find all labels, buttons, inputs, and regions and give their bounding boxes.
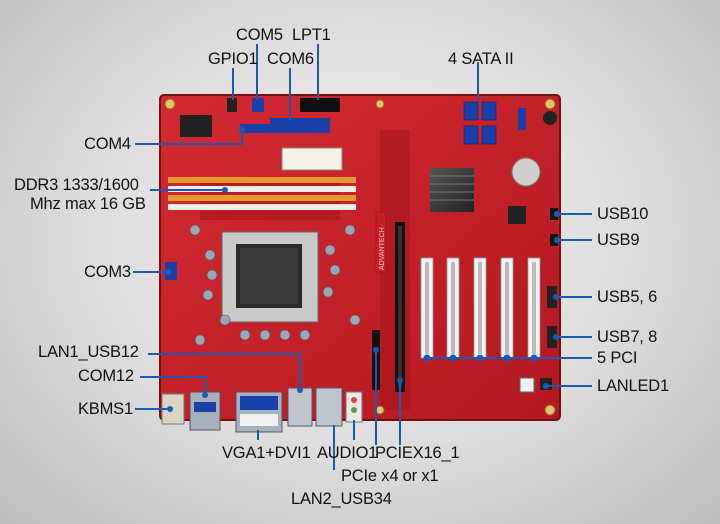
power-connector	[281, 147, 343, 171]
label-pci: 5 PCI	[597, 349, 638, 367]
label-usb9: USB9	[597, 231, 640, 249]
sata-ports	[463, 101, 497, 145]
com3-header	[165, 262, 177, 280]
usb78-header	[547, 326, 557, 348]
lan2-usb34-port	[315, 387, 343, 427]
lan1-usb12-port	[287, 387, 313, 427]
label-ddr3-line1: DDR3 1333/1600	[14, 176, 139, 194]
label-kbms1: KBMS1	[78, 400, 133, 418]
chipset-heatsink	[430, 168, 474, 212]
label-gpio1: GPIO1	[208, 50, 258, 68]
label-usb78: USB7, 8	[597, 328, 658, 346]
label-pciex16: PCIEX16_1	[375, 444, 460, 462]
com5-header	[252, 98, 264, 112]
label-usb56: USB5, 6	[597, 288, 658, 306]
com6-header	[270, 118, 330, 126]
label-com12: COM12	[78, 367, 134, 385]
label-pcie-x4: PCIe x4 or x1	[341, 467, 439, 485]
label-sata: 4 SATA II	[448, 50, 514, 68]
label-lan1-usb12: LAN1_USB12	[38, 343, 139, 361]
usb56-header	[547, 286, 557, 308]
label-audio1: AUDIO1	[317, 444, 378, 462]
label-lan2-usb34: LAN2_USB34	[291, 490, 392, 508]
label-com5: COM5	[236, 26, 283, 44]
leader-dots	[165, 127, 560, 412]
label-lanled1: LANLED1	[597, 377, 669, 395]
cmos-battery	[511, 157, 541, 187]
label-lpt1: LPT1	[292, 26, 331, 44]
leader-lines	[133, 44, 592, 470]
label-com3: COM3	[84, 263, 131, 281]
leader-com12	[140, 376, 206, 395]
board-brand: ADVANTECH	[379, 227, 386, 270]
gpio1-header	[227, 98, 237, 112]
label-vga-dvi: VGA1+DVI1	[222, 444, 311, 462]
lpt1-header	[300, 98, 340, 112]
label-com4: COM4	[84, 135, 131, 153]
label-ddr3-line2: Mhz max 16 GB	[30, 195, 146, 213]
ddr3-slots	[168, 177, 356, 210]
mounting-holes	[164, 98, 556, 416]
com4-header	[240, 124, 330, 133]
leader-lan1	[148, 353, 301, 390]
label-usb10: USB10	[597, 205, 649, 223]
leader-com4	[135, 130, 243, 145]
label-com6: COM6	[267, 50, 314, 68]
